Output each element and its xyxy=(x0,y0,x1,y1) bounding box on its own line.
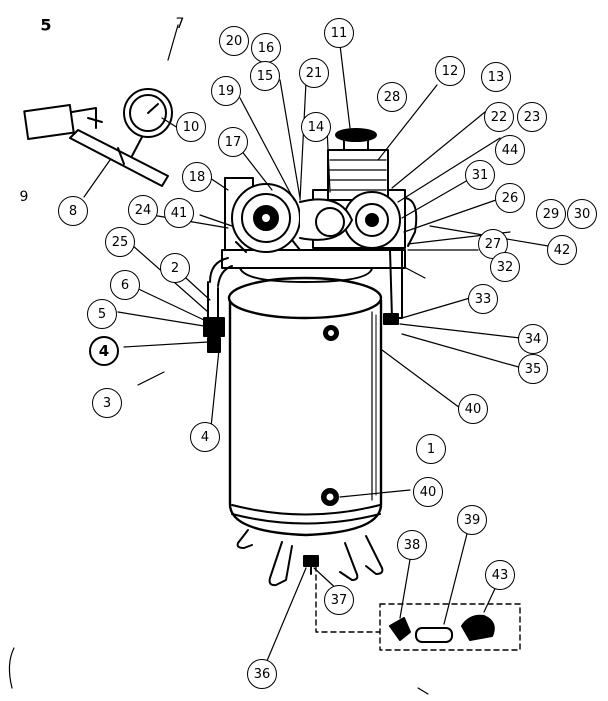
callout-29: 29 xyxy=(536,199,566,229)
callout-37: 37 xyxy=(324,585,354,615)
edge-marks xyxy=(8,647,429,695)
callout-40-lower: 40 xyxy=(413,477,443,507)
callout-2: 2 xyxy=(160,253,190,283)
callout-31: 31 xyxy=(465,160,495,190)
tank-legs xyxy=(236,529,384,587)
callout-20: 20 xyxy=(219,26,249,56)
callout-25: 25 xyxy=(105,227,135,257)
callout-23: 23 xyxy=(517,102,547,132)
callout-11: 11 xyxy=(324,18,354,48)
callout-13: 13 xyxy=(481,62,511,92)
label-7: 7 xyxy=(175,16,185,32)
callout-43: 43 xyxy=(485,560,515,590)
callout-18: 18 xyxy=(182,162,212,192)
callout-19: 19 xyxy=(211,76,241,106)
callout-39: 39 xyxy=(457,505,487,535)
drain-kit xyxy=(315,565,521,651)
callout-17: 17 xyxy=(218,127,248,157)
callout-28: 28 xyxy=(377,82,407,112)
callout-36: 36 xyxy=(247,659,277,689)
callout-32: 32 xyxy=(490,252,520,282)
callout-21: 21 xyxy=(299,58,329,88)
tank xyxy=(227,276,383,537)
label-5: 5 xyxy=(40,15,52,35)
callout-15: 15 xyxy=(250,61,280,91)
callout-22: 22 xyxy=(484,102,514,132)
callout-3: 3 xyxy=(92,388,122,418)
callout-30: 30 xyxy=(567,199,597,229)
callout-6: 6 xyxy=(110,270,140,300)
callout-42: 42 xyxy=(547,235,577,265)
callout-10: 10 xyxy=(176,112,206,142)
safety-fitting xyxy=(383,313,399,325)
callout-12: 12 xyxy=(435,56,465,86)
callout-4: 4 xyxy=(190,422,220,452)
callout-26: 26 xyxy=(495,183,525,213)
pump-head xyxy=(299,128,418,249)
callout-35: 35 xyxy=(518,354,548,384)
callout-1: 1 xyxy=(416,434,446,464)
motor-pulley xyxy=(231,183,301,253)
callout-24: 24 xyxy=(128,195,158,225)
callout-5: 5 xyxy=(87,299,117,329)
callout-34: 34 xyxy=(518,324,548,354)
callout-16: 16 xyxy=(251,33,281,63)
callout-14: 14 xyxy=(301,112,331,142)
callout-8: 8 xyxy=(58,196,88,226)
callout-40-upper: 40 xyxy=(458,394,488,424)
callout-38: 38 xyxy=(397,530,427,560)
label-9: 9 xyxy=(19,189,29,205)
check-valve xyxy=(203,317,225,353)
callout-44: 44 xyxy=(495,135,525,165)
callout-4-bold: 4 xyxy=(89,336,119,366)
callout-41: 41 xyxy=(164,198,194,228)
callout-33: 33 xyxy=(468,284,498,314)
gauge-assembly xyxy=(23,88,173,187)
